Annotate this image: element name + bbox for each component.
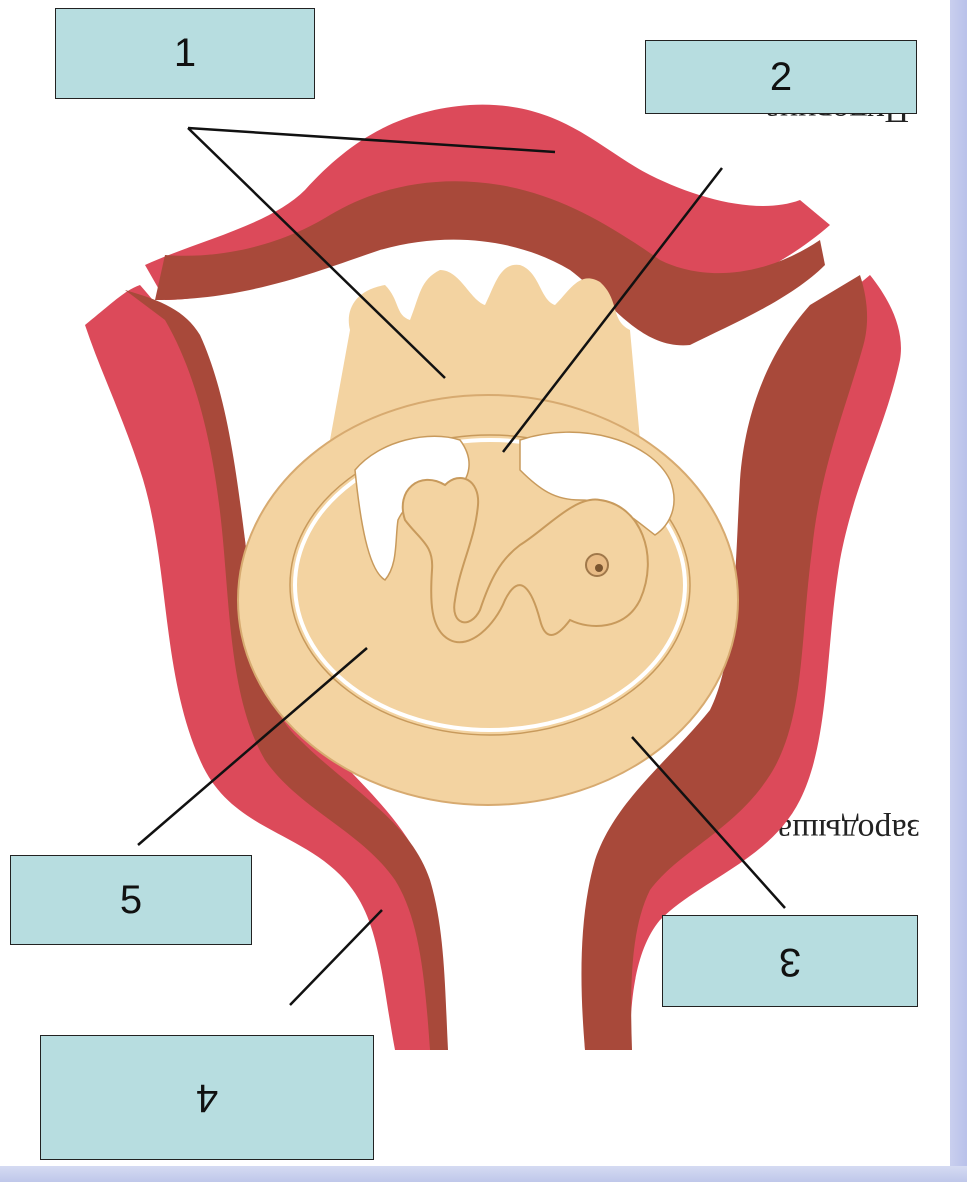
leader-line-4 bbox=[290, 910, 382, 1005]
label-box-3[interactable]: 3 bbox=[662, 915, 918, 1007]
label-3-text: 3 bbox=[779, 939, 801, 984]
label-box-1[interactable]: 1 bbox=[55, 8, 315, 99]
label-4-text: 4 bbox=[196, 1075, 218, 1120]
label-box-2[interactable]: 2 bbox=[645, 40, 917, 114]
slide-edge-bottom bbox=[0, 1166, 967, 1182]
label-box-5[interactable]: 5 bbox=[10, 855, 252, 945]
slide-edge-right bbox=[950, 0, 967, 1182]
embryo-eye-pupil bbox=[595, 564, 603, 572]
label-1-text: 1 bbox=[174, 31, 196, 76]
label-2-text: 2 bbox=[770, 55, 792, 100]
label-box-4[interactable]: 4 bbox=[40, 1035, 374, 1160]
bg-text-bottom-right: зародыша bbox=[777, 812, 920, 849]
label-5-text: 5 bbox=[120, 878, 142, 923]
